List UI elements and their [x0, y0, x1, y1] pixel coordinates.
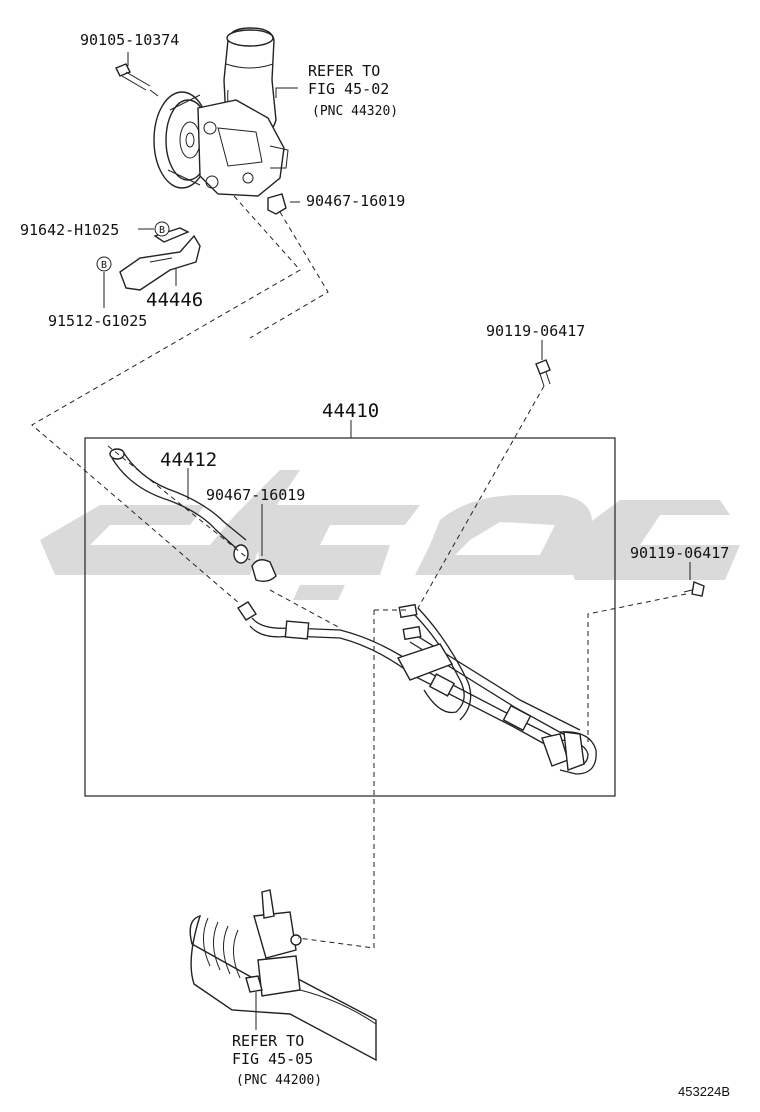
bolt-pump-mount [115, 63, 151, 91]
label-bracket: 44446 [146, 289, 203, 311]
pressure-tube [237, 601, 597, 775]
pump-refer-line2: FIG 45-02 [308, 80, 389, 98]
gear-refer-line2: FIG 45-05 [232, 1050, 313, 1068]
connection-lines [31, 195, 687, 949]
svg-text:B: B [159, 225, 165, 236]
gear-refer-line1: REFER TO [232, 1032, 304, 1050]
label-bolt-b: 91642-H1025 [20, 221, 119, 239]
bolt-union-right [683, 581, 705, 597]
bracket-44446 [119, 227, 201, 291]
tube-assembly-box [84, 437, 616, 797]
label-nut-b: 91512-G1025 [48, 312, 147, 330]
pump-refer-line1: REFER TO [308, 62, 380, 80]
gear-refer-pnc: (PNC 44200) [236, 1073, 322, 1088]
bolt-union-upper [535, 359, 551, 387]
clip-upper [267, 193, 287, 215]
label-tube-assembly: 44410 [322, 400, 379, 422]
power-steering-pump [153, 27, 289, 197]
clip-lower [251, 559, 277, 583]
marker-b-lower: B [96, 256, 112, 272]
illustration-code: 453224B [678, 1084, 730, 1099]
label-bolt-pump: 90105-10374 [80, 31, 179, 49]
label-clip-upper: 90467-16019 [306, 192, 405, 210]
label-bolt-union-upper: 90119-06417 [486, 322, 585, 340]
pump-refer-pnc: (PNC 44320) [312, 104, 398, 119]
marker-b-upper: B [154, 221, 170, 237]
steering-gear [189, 889, 377, 1062]
leader-lines [103, 52, 691, 1030]
svg-text:B: B [101, 260, 107, 271]
label-clip-lower: 90467-16019 [206, 486, 305, 504]
label-return-hose: 44412 [160, 449, 217, 471]
label-bolt-union-right: 90119-06417 [630, 544, 729, 562]
